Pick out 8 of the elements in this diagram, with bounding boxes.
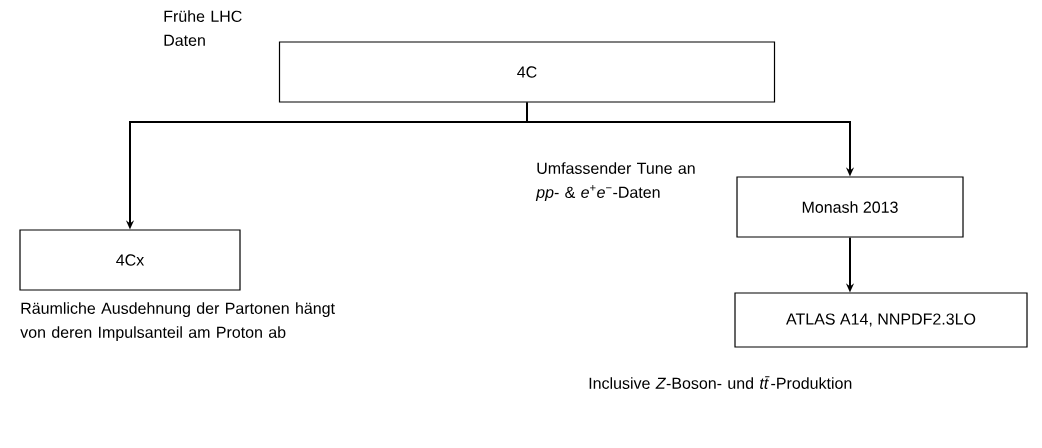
process-box: 4Cx: [19, 229, 241, 291]
process-box: 4C: [278, 41, 776, 103]
annotation-text: Umfassender Tune an pp- & e$^{+}$e$^{−}$-Daten: [535, 162, 695, 202]
annotation-text: Frühe LHC Daten: [164, 10, 242, 46]
process-box: ATLAS A14, NNPDF2.3LO: [734, 292, 1028, 348]
annotation-text: Inclusive Z-Boson- und tt̄-Produktion: [589, 376, 852, 389]
annotation-text: Räumliche Ausdehnung der Partonen hängt von deren Impulsanteil am Proton ab: [20, 302, 335, 342]
process-box: Monash 2013: [736, 176, 964, 238]
